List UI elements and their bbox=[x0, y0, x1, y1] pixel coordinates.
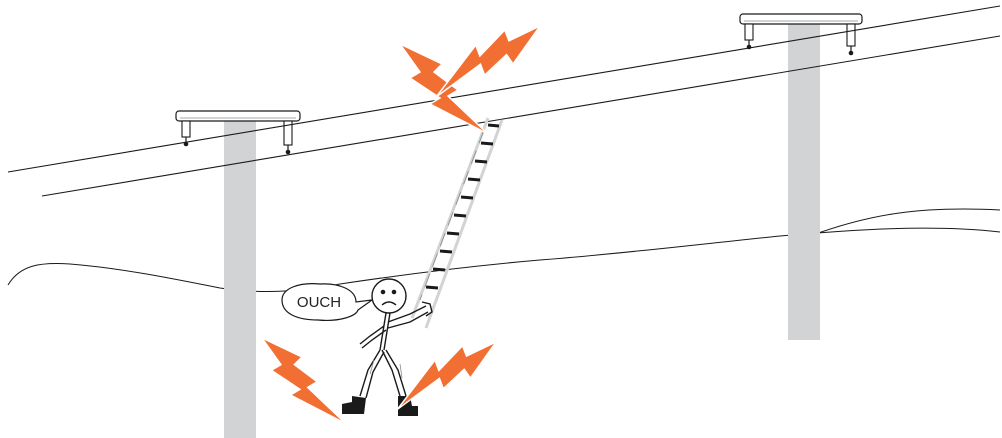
ladder-rung bbox=[468, 179, 480, 180]
ladder-rail-left bbox=[412, 118, 488, 318]
ladder-rung bbox=[461, 197, 473, 198]
ladder-rung bbox=[447, 233, 459, 234]
ladder-rung bbox=[454, 215, 466, 216]
utility-pole-icon bbox=[788, 22, 820, 340]
crossarm bbox=[176, 111, 300, 121]
insulator-right bbox=[847, 24, 855, 55]
ladder-rung bbox=[481, 143, 493, 144]
crossarm bbox=[740, 14, 862, 24]
leg-left bbox=[360, 350, 384, 398]
ladder-rung bbox=[475, 161, 487, 162]
leg-right bbox=[382, 350, 406, 396]
ladder-rung bbox=[426, 287, 438, 288]
ladder-rung bbox=[433, 269, 445, 270]
lightning-bolt-icon bbox=[262, 338, 346, 424]
head bbox=[372, 279, 406, 313]
current-flow-arrows bbox=[420, 130, 484, 300]
ladder-rung bbox=[488, 125, 499, 126]
ground-contour-back bbox=[340, 228, 1000, 284]
utility-pole-icon bbox=[224, 118, 256, 438]
utility-pole-left bbox=[176, 111, 300, 438]
eye-right bbox=[392, 290, 395, 293]
speech-bubble-icon: OUCH bbox=[282, 284, 372, 321]
ground-contour bbox=[8, 263, 340, 291]
ladder-rail-right bbox=[426, 120, 502, 328]
utility-pole-right bbox=[740, 14, 862, 340]
eye-left bbox=[381, 290, 384, 293]
speech-text: OUCH bbox=[297, 294, 341, 311]
boot-left bbox=[342, 396, 366, 414]
ladder-rung bbox=[440, 251, 452, 252]
ladder-icon bbox=[412, 118, 502, 328]
insulator-left bbox=[745, 24, 753, 49]
